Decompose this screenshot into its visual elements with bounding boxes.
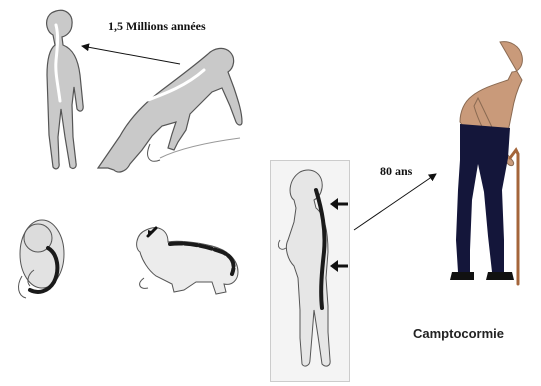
- aging-arrow: [352, 170, 442, 234]
- fetus-figure: [8, 212, 78, 304]
- evolution-arrow: [76, 42, 186, 70]
- elderly-camptocormia-photo: [438, 40, 530, 286]
- age-label: 80 ans: [380, 164, 412, 179]
- crawling-baby-figure: [126, 220, 248, 298]
- upright-hominid-figure: [28, 5, 94, 177]
- standing-child-figure: [270, 160, 350, 382]
- camptocormia-label: Camptocormie: [413, 326, 504, 341]
- evolution-timescale-label: 1,5 Millions années: [108, 19, 206, 34]
